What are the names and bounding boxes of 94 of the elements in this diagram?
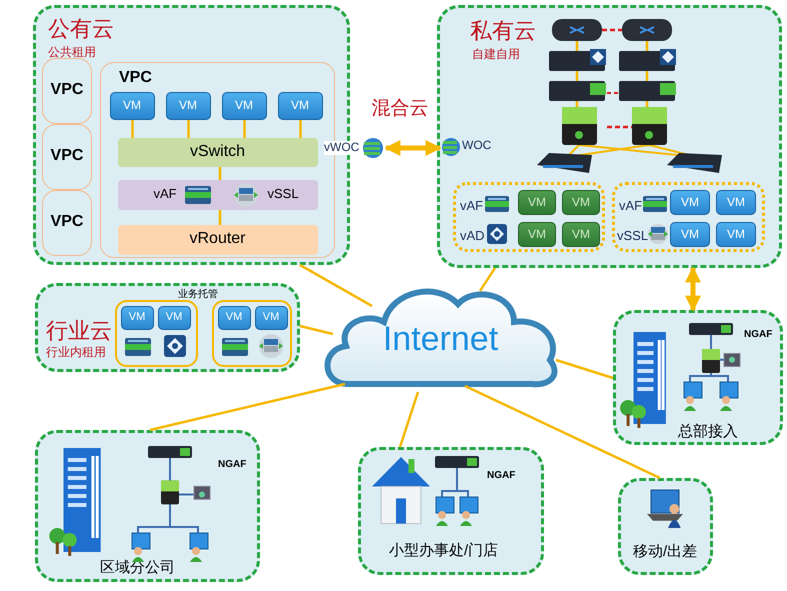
edge-label: 混合云	[370, 98, 430, 120]
site-title: 移动/出差	[633, 543, 698, 560]
vm-box	[716, 190, 756, 215]
bar-label: vRouter	[189, 230, 246, 248]
vm-label: VM	[291, 98, 309, 112]
vm-label: VM	[128, 310, 146, 324]
vm-box	[716, 222, 756, 247]
region-subtitle: 公共租用	[48, 46, 96, 60]
vm-box	[278, 92, 322, 120]
vm-box	[518, 222, 556, 247]
connector-line	[150, 382, 346, 432]
function-label: vAD	[460, 229, 485, 244]
site-area	[358, 447, 544, 575]
vm-box	[120, 306, 154, 330]
arrow	[384, 140, 442, 156]
connector-line	[464, 384, 661, 480]
region-title: 行业云	[46, 318, 112, 344]
vpc-box	[42, 58, 92, 124]
woc-device	[440, 135, 494, 159]
region-title: 私有云	[470, 18, 536, 44]
device-label: NGAF	[487, 470, 516, 482]
vm-box	[166, 92, 210, 120]
vm-label: VM	[123, 98, 141, 112]
vpc-box	[42, 190, 92, 256]
vm-label: VM	[226, 310, 242, 324]
vm-label: VM	[727, 228, 745, 242]
bar-label: vSSL	[268, 186, 299, 202]
bar-label: vSwitch	[190, 142, 246, 161]
vm-box	[254, 306, 288, 330]
bar-label: vAF	[154, 186, 177, 202]
connector-line	[187, 120, 190, 138]
connector-line	[243, 120, 246, 138]
vswitch-bar	[118, 138, 318, 166]
connector-line	[131, 120, 134, 138]
vm-box	[562, 222, 600, 247]
connector-line	[218, 167, 222, 180]
cloud-region	[35, 283, 300, 372]
security-bar	[118, 180, 318, 210]
vm-box	[562, 190, 600, 215]
region-title: 公有云	[48, 16, 114, 42]
site-area	[613, 310, 783, 445]
site-area	[35, 430, 260, 582]
vm-label: VM	[262, 310, 280, 324]
vpc-label: VPC	[50, 147, 84, 166]
security-group	[612, 182, 765, 252]
vm-label: VM	[528, 228, 546, 242]
region-subtitle: 行业内租用	[46, 346, 106, 360]
device-label: NGAF	[744, 329, 772, 340]
vm-label: VM	[528, 196, 546, 210]
connector-line	[556, 358, 614, 380]
region-subtitle: 自建自用	[472, 48, 520, 62]
vm-label: VM	[235, 98, 253, 112]
device-label: NGAF	[218, 459, 246, 470]
vm-label: VM	[572, 196, 590, 210]
note-label: 业务托管	[178, 289, 218, 300]
vm-box	[222, 92, 266, 120]
device-label: vWOC	[324, 141, 360, 155]
connector-line	[299, 120, 302, 138]
vrouter-bar	[118, 224, 318, 254]
connector-line	[299, 264, 373, 308]
vm-label: VM	[727, 196, 745, 210]
function-label: vSSL	[617, 229, 648, 244]
function-label: vAF	[619, 199, 642, 214]
connector-line	[300, 324, 334, 336]
connector-line	[218, 210, 222, 225]
vpc-label: VPC	[50, 81, 84, 100]
hosting-box	[115, 300, 198, 367]
vm-label: VM	[166, 310, 182, 324]
vpc-label: VPC	[119, 69, 152, 88]
arrow	[685, 266, 701, 312]
security-group	[453, 182, 605, 252]
vm-label: VM	[572, 228, 590, 242]
hosting-box	[212, 300, 292, 367]
site-title: 总部接入	[678, 423, 738, 440]
cloud-region	[437, 5, 782, 268]
function-label: vAF	[460, 199, 484, 214]
vm-box	[110, 92, 154, 120]
cloud-label: Internet	[382, 320, 498, 360]
site-area	[618, 478, 713, 575]
vm-label: VM	[179, 98, 197, 112]
vm-label: VM	[681, 196, 699, 210]
vm-label: VM	[681, 228, 699, 242]
site-title: 小型办事处/门店	[389, 542, 498, 560]
vm-box	[218, 306, 250, 330]
connector-line	[398, 392, 420, 448]
vpc-box	[42, 124, 92, 190]
vm-box	[670, 222, 710, 247]
woc-device	[324, 136, 386, 160]
connector-line	[478, 267, 496, 292]
device-label: WOC	[462, 139, 492, 153]
vm-box	[158, 306, 190, 330]
vm-box	[518, 190, 556, 215]
vpc-label: VPC	[50, 213, 84, 232]
vm-box	[670, 190, 710, 215]
